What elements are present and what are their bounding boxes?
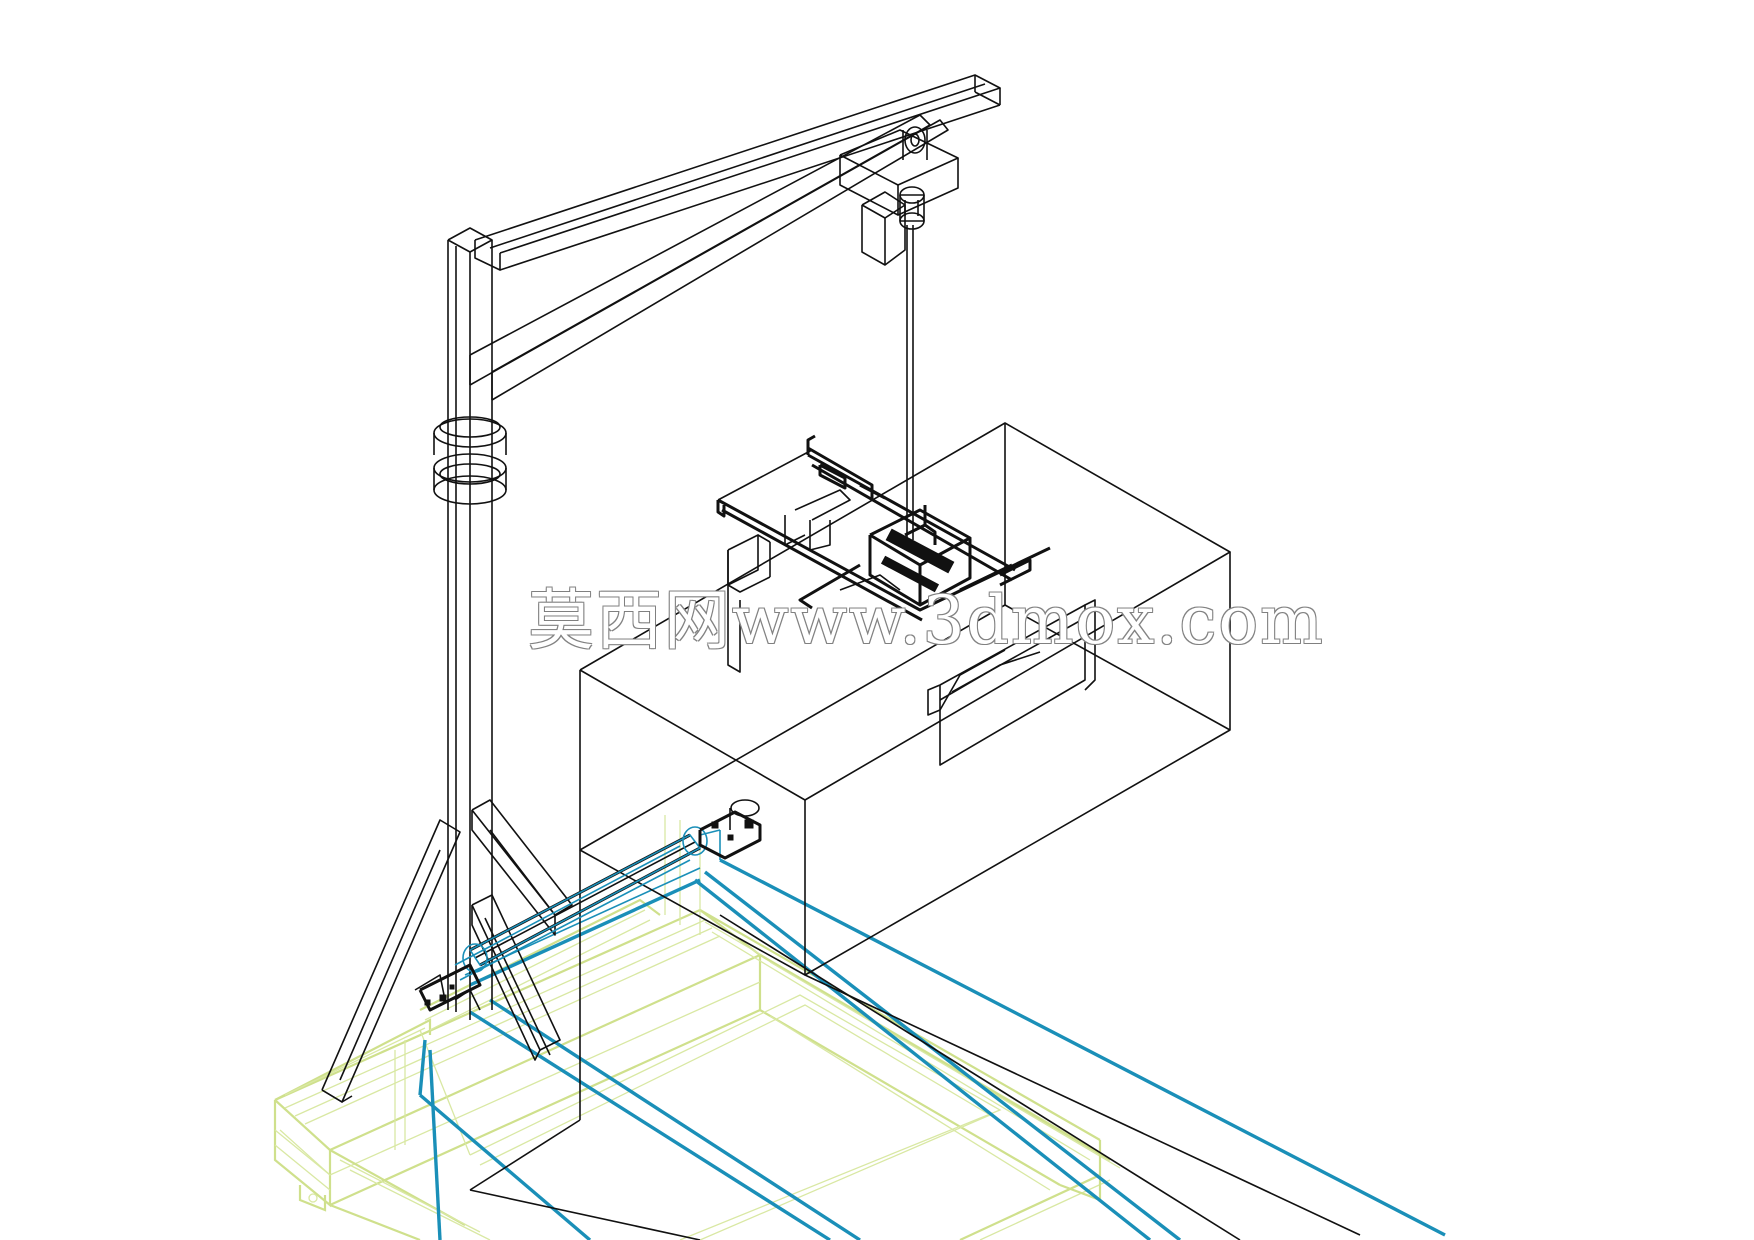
drive-shaft (418, 799, 762, 1012)
jib-boom (469, 74, 1001, 401)
support-legs (321, 799, 573, 1103)
watermark-text: 莫西网www.3dmox.com (528, 582, 1325, 659)
gripper-frame (716, 434, 1096, 766)
load-box (469, 422, 1361, 1240)
mast (433, 227, 507, 1020)
base-frame (273, 815, 1121, 1240)
hoist-trolley (839, 126, 959, 540)
